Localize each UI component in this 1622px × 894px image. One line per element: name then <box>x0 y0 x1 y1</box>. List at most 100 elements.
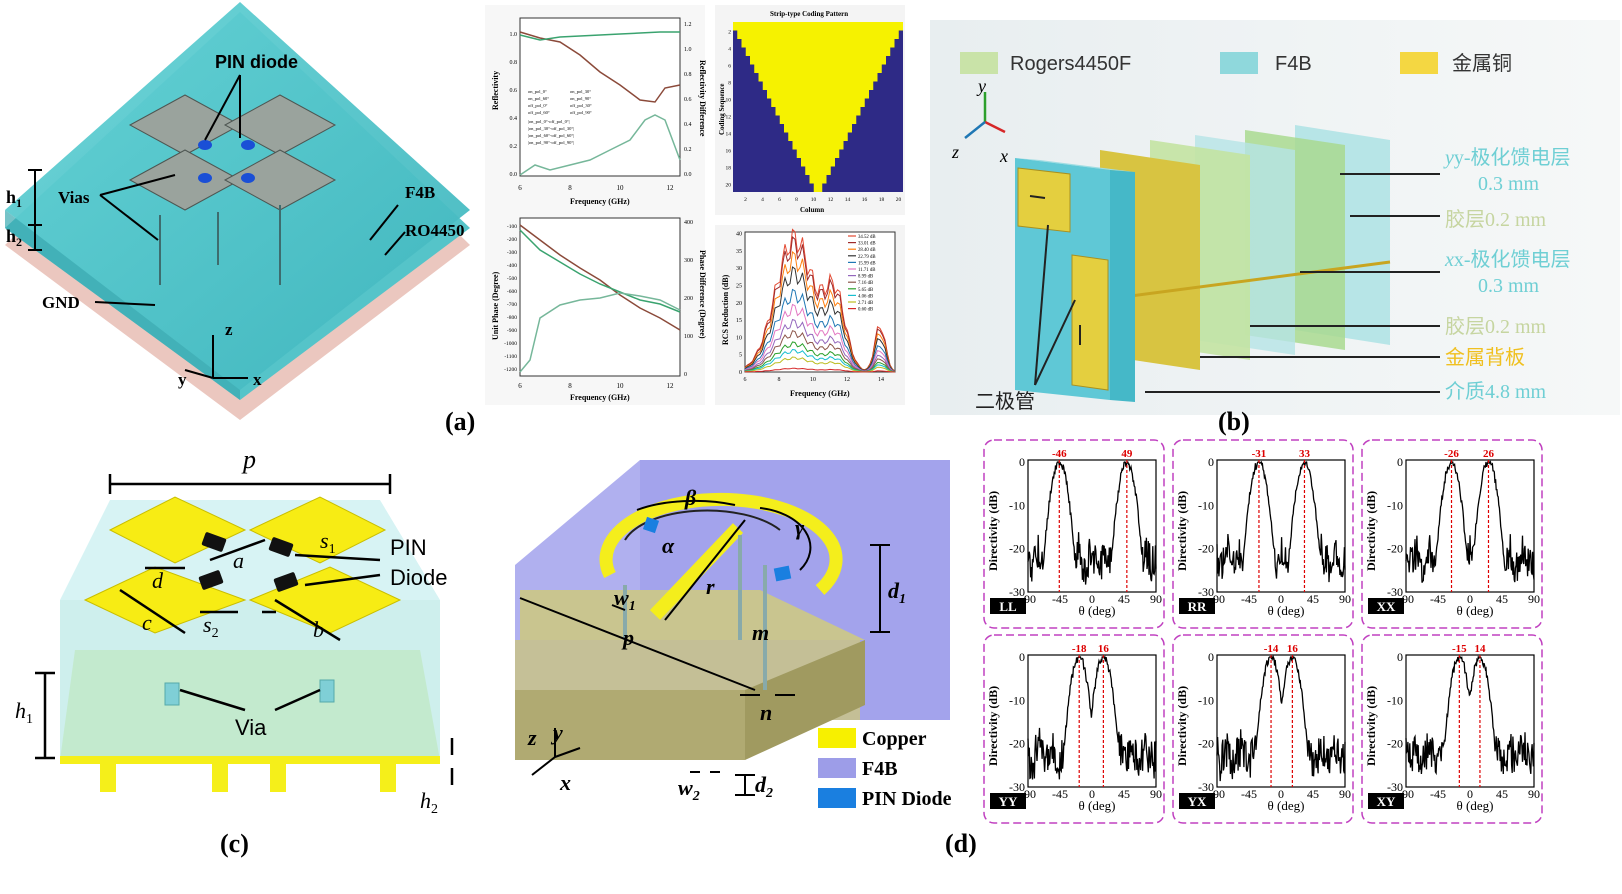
dim-c: c <box>142 610 152 635</box>
dim-b: b <box>313 617 324 642</box>
coding-cell-row <box>758 73 878 82</box>
phase-y-tick: -200 <box>507 237 517 243</box>
coding-x-tick: 18 <box>879 197 885 203</box>
coding-cell-row <box>771 98 865 107</box>
rcs-plot-frame <box>744 231 896 373</box>
dim-a: a <box>233 548 244 573</box>
coding-x-tick: 4 <box>761 197 764 203</box>
panel-a-unit-cell: PIN diode Vias h1 h2 F4B RO4450 GND z y … <box>0 2 470 420</box>
plot-tag-bg <box>1368 793 1404 809</box>
rcs-x-tick: 6 <box>744 377 747 383</box>
y-tick: -10 <box>1198 693 1214 707</box>
coding-y-tick: 8 <box>728 81 731 87</box>
dim-s1: s1 <box>320 528 336 557</box>
peak-label: 16 <box>1287 643 1299 655</box>
plot-tag-bg <box>1179 598 1215 614</box>
x-axis-label: θ (deg) <box>1079 603 1116 618</box>
legend-entry: on_pol_60° <box>528 96 549 101</box>
coding-y-tick: 18 <box>726 166 732 172</box>
phase-y2-tick: 100 <box>684 334 693 340</box>
phase-y-tick: -1200 <box>504 367 517 373</box>
phase-plot-frame <box>519 217 681 377</box>
legend-copper: 金属铜 <box>1452 52 1512 75</box>
y-tick: 0 <box>1019 455 1025 469</box>
reflectivity-x-axis-label: Frequency (GHz) <box>570 197 630 206</box>
coding-x-tick: 20 <box>896 197 902 203</box>
x-axis-label: θ (deg) <box>1457 798 1494 813</box>
refl-x-tick: 12 <box>667 184 675 192</box>
panel-label-c: (c) <box>220 829 249 858</box>
coding-cell-row <box>741 39 895 48</box>
panel-b-multilayer: Rogers4450F F4B 金属铜 y z x <box>930 20 1620 436</box>
rcs-y-tick: 20 <box>736 301 742 307</box>
label-glue-2: 胶层0.2 mm <box>1445 315 1547 338</box>
y-tick: -20 <box>1387 542 1403 556</box>
y-tick: -20 <box>1009 737 1025 751</box>
legend-swatch-f4b-c <box>818 758 856 778</box>
coding-y-tick: 6 <box>728 64 731 70</box>
reflectivity-difference-curve <box>519 114 681 176</box>
refl-y2-tick: 0.8 <box>684 72 692 78</box>
phase-y-ticks: -100-200-300-400-500-600-700-800-900-100… <box>504 224 517 373</box>
x-tick: 90 <box>1339 787 1351 801</box>
rcs-legend-entry: 7.16 dB <box>858 281 873 286</box>
phase-y-tick: -1100 <box>504 354 517 360</box>
y-tick: -30 <box>1009 585 1025 599</box>
reflectivity-y-axis-label: Reflectivity <box>491 71 500 110</box>
refl-y-tick: 0.4 <box>510 116 518 122</box>
phase-curve-on <box>519 224 681 331</box>
reflectivity-y-ticks: 0.00.20.40.60.81.0 <box>510 32 518 178</box>
rcs-legend-entry: 5.65 dB <box>858 288 873 293</box>
rcs-legend-entry: 15.99 dB <box>858 261 876 266</box>
coding-cell-row <box>796 149 840 158</box>
panel-c-ring-cell: β γ α d1 w1 r m p n z y x w2 d2 Copper F… <box>515 460 952 810</box>
axis-x-b: x <box>999 146 1008 166</box>
coding-cell-row <box>801 158 835 167</box>
legend-f4b: F4B <box>1275 53 1312 75</box>
phase-y2-tick: 400 <box>684 220 693 226</box>
legend-pin-c: PIN Diode <box>862 788 952 810</box>
plot-tag: YY <box>999 794 1018 809</box>
x-tick: 90 <box>1528 592 1540 606</box>
coding-y-tick: 10 <box>726 98 732 104</box>
coding-cell-row <box>754 64 882 73</box>
x-tick: 45 <box>1496 787 1508 801</box>
panel-label-a: (a) <box>445 407 475 436</box>
coding-cell-row <box>775 107 861 116</box>
phase-difference-curve <box>519 292 681 373</box>
plot-tag: XY <box>1377 794 1396 809</box>
coding-cell-row <box>745 47 891 56</box>
refl-y-tick: 0.6 <box>510 88 518 94</box>
coding-cell-row <box>733 22 903 31</box>
y-tick: -20 <box>1198 737 1214 751</box>
legend-entry: off_pol_60° <box>528 110 550 115</box>
plot-frame <box>1216 654 1346 788</box>
peak-label: -46 <box>1052 448 1067 460</box>
rcs-y-tick: 35 <box>736 249 742 255</box>
refl-y-tick: 0.8 <box>510 60 518 66</box>
label-metal-backplate: 金属背板 <box>1445 346 1525 369</box>
dim-m: m <box>752 620 769 645</box>
rcs-x-tick: 14 <box>878 377 884 383</box>
y-tick: -10 <box>1198 498 1214 512</box>
x-tick: -45 <box>1052 592 1068 606</box>
h1-label: h1 <box>6 187 22 210</box>
y-axis-label: Directivity (dB) <box>986 686 1000 766</box>
legend-f4b-c: F4B <box>862 758 898 780</box>
phase-y-tick: -300 <box>507 250 517 256</box>
coding-cell-row <box>762 81 874 90</box>
y-tick: -20 <box>1009 542 1025 556</box>
coding-cell-row <box>737 30 899 39</box>
plot-tag-bg <box>990 598 1026 614</box>
legend-swatch-copper <box>1400 52 1438 74</box>
plot-tag-bg <box>990 793 1026 809</box>
coding-cell-row <box>779 115 857 124</box>
y-axis-label: Directivity (dB) <box>1364 686 1378 766</box>
